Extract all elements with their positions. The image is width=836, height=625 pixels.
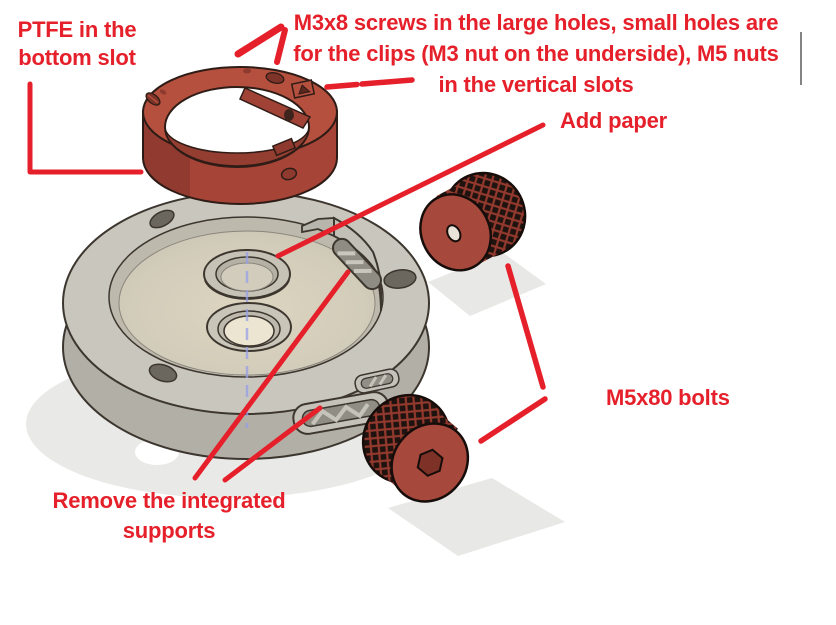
ptfe-annotation: PTFE in the bottom slot: [17, 17, 137, 70]
top-slot-opening: [354, 368, 400, 394]
lower-knob: [361, 393, 470, 503]
clip-hole: [159, 89, 167, 95]
vertical-nut-slot: [271, 137, 297, 157]
bolt-hole: [446, 224, 462, 243]
screws-pointer-arrow: [234, 23, 285, 58]
add-paper-annotation: Add paper: [560, 108, 667, 133]
clip-hole: [243, 68, 251, 74]
bolts-pointer-line: [505, 263, 546, 390]
side-bolt-hole: [284, 109, 294, 121]
rim-hole: [149, 209, 175, 229]
vertical-slot-wall: [301, 216, 383, 312]
bolts-pointer-line: [478, 396, 548, 444]
add-paper-pointer-line: [275, 122, 546, 259]
hex-socket: [416, 448, 444, 477]
base-part: [62, 191, 430, 460]
rim-hole: [148, 363, 178, 383]
center-hole-boss: [206, 302, 292, 352]
screws-pointer-arrow: [274, 27, 288, 65]
screw-hole: [265, 72, 285, 84]
slots-pointer-dash: [359, 77, 415, 87]
top-ring-part: [142, 66, 338, 205]
side-screw-hole: [280, 167, 298, 181]
upper-knob: [419, 171, 527, 272]
bolts-annotation: M5x80 bolts: [606, 385, 730, 410]
vertical-nut-slot: [290, 79, 316, 99]
screws-annotation: M3x8 screws in the large holes, small ho…: [293, 10, 779, 97]
screw-hole: [145, 92, 161, 106]
ptfe-pointer-line: [27, 81, 144, 175]
slots-pointer-dash: [324, 81, 360, 90]
supports-pointer-line: [192, 269, 351, 481]
rim-hole: [383, 269, 417, 289]
upper-knob-shadow: [428, 252, 546, 316]
supports-pointer-line: [222, 405, 323, 483]
supports-annotation: Remove the integrated supports: [52, 488, 286, 543]
